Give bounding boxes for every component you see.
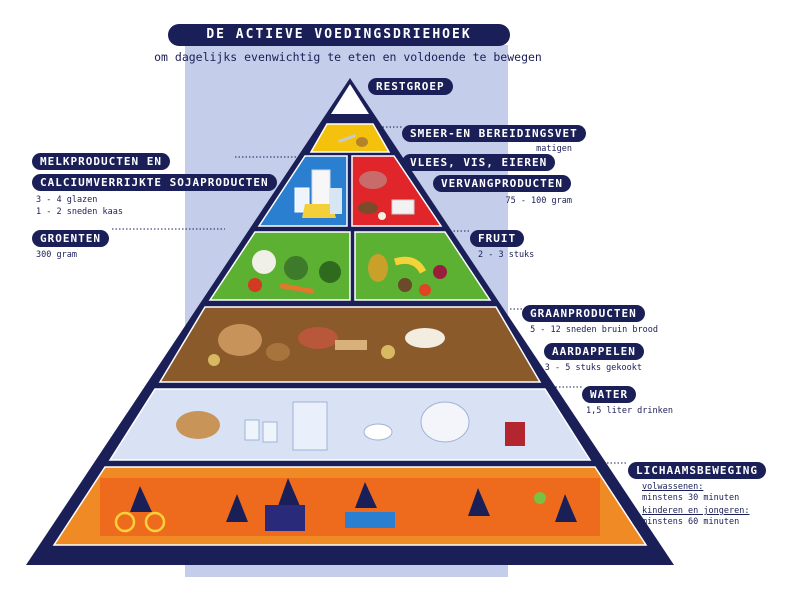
label-water: Water bbox=[582, 386, 637, 403]
beweging-kids: kinderen en jongeren: bbox=[642, 506, 750, 516]
label-restgroep: Restgroep bbox=[368, 78, 453, 95]
tier-groenten bbox=[208, 231, 351, 301]
label-aardappelen: Aardappelen bbox=[544, 343, 644, 360]
note-groenten: 300 gram bbox=[36, 250, 77, 260]
tier-restgroep bbox=[331, 84, 369, 114]
smeer-icons bbox=[338, 133, 368, 147]
label-groenten: Groenten bbox=[32, 230, 109, 247]
groenten-icons bbox=[248, 250, 341, 294]
label-graan: Graanproducten bbox=[522, 305, 645, 322]
note-smeer: matigen bbox=[536, 144, 572, 154]
water-icons bbox=[176, 401, 525, 451]
poster-title: De actieve voedingsdriehoek bbox=[168, 24, 510, 46]
label-smeer: Smeer-en bereidingsvet bbox=[402, 125, 586, 142]
note-melk-1: 3 - 4 glazen bbox=[36, 195, 98, 205]
credit-vig: VIG© bbox=[338, 556, 358, 565]
note-aardappelen: 3 - 5 stuks gekookt bbox=[544, 363, 642, 373]
note-beweging-adults: minstens 30 minuten bbox=[642, 493, 740, 503]
note-beweging-kids: minstens 60 minuten bbox=[642, 517, 740, 527]
note-graan: 5 - 12 sneden bruin brood bbox=[530, 325, 658, 335]
label-vlees-1: Vlees, vis, eieren bbox=[402, 154, 556, 171]
note-fruit: 2 - 3 stuks bbox=[478, 250, 535, 260]
poster-subtitle: om dagelijks evenwichtig te eten en vold… bbox=[154, 50, 542, 64]
melk-icons bbox=[294, 169, 342, 218]
tier-water bbox=[108, 388, 592, 461]
note-beweging-adults-label: volwassenen: bbox=[642, 482, 703, 492]
note-beweging-kids-label: kinderen en jongeren: bbox=[642, 506, 749, 516]
label-beweging: Lichaamsbeweging bbox=[628, 462, 766, 479]
graan-icons bbox=[208, 324, 445, 366]
note-water: 1,5 liter drinken bbox=[586, 406, 673, 416]
label-vlees-2: Vervangproducten bbox=[433, 175, 571, 192]
vlees-icons bbox=[358, 171, 415, 220]
label-fruit: Fruit bbox=[470, 230, 525, 247]
note-melk-2: 1 - 2 sneden kaas bbox=[36, 207, 123, 217]
note-vlees: 75 - 100 gram bbox=[505, 196, 572, 206]
beweging-figures bbox=[114, 478, 577, 533]
fruit-icons bbox=[368, 254, 447, 296]
label-melk-1: Melkproducten en bbox=[32, 153, 170, 170]
label-melk-2: Calciumverrijkte sojaproducten bbox=[32, 174, 277, 191]
beweging-adults: volwassenen: bbox=[642, 482, 704, 492]
